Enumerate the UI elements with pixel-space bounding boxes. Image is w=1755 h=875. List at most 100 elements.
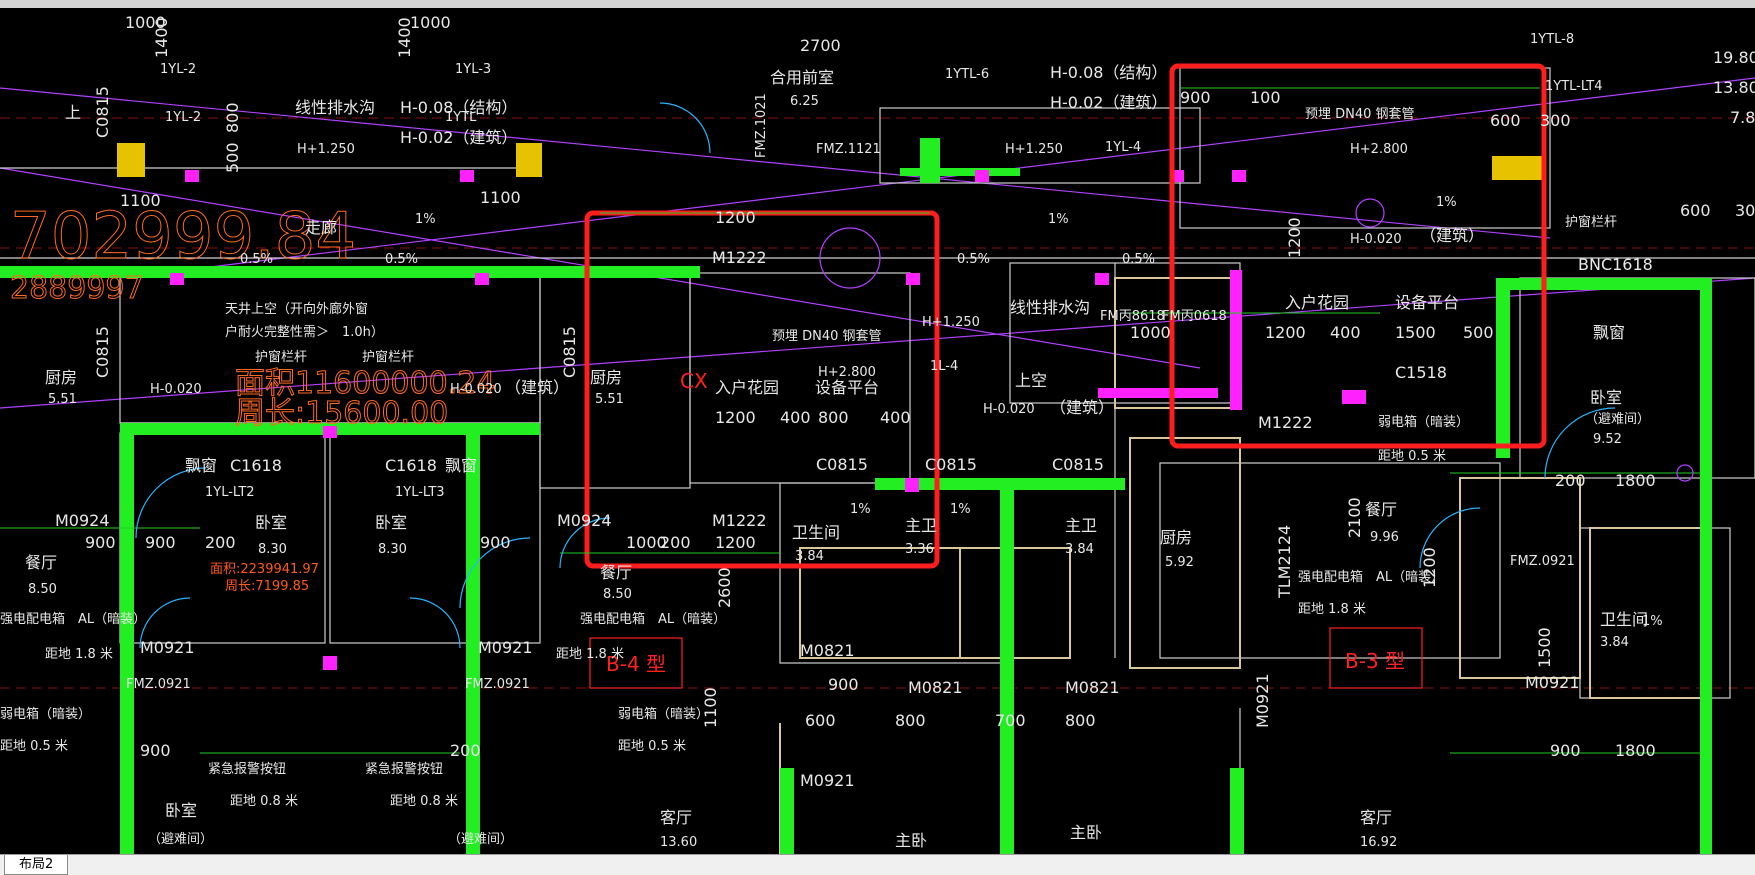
slope-2: 0.5% [240, 252, 273, 267]
dim: 700 [995, 711, 1026, 730]
height-18c: 距地 1.8 米 [1298, 602, 1366, 617]
dim: 1200 [715, 533, 756, 552]
win-c0815e: C0815 [1052, 455, 1104, 474]
room-area: 6.25 [790, 94, 819, 109]
tag-yyl2a: 1YL-2 [160, 62, 196, 77]
dim: 900 [145, 533, 176, 552]
room-area: 16.92 [1360, 835, 1397, 850]
dim: 600 [1680, 201, 1711, 220]
floor-plan-svg[interactable]: 702999.84 2889997 面积11600000.24 周长:15600… [0, 8, 1755, 854]
room-name: 卧室 [165, 801, 197, 820]
platform-1: 设备平台 [815, 378, 879, 397]
wall-lines-beige [779, 277, 1711, 854]
door-m0921d: M0921 [800, 771, 855, 790]
tag-yylt2: 1YL-LT2 [205, 485, 255, 500]
dim: 200 [1555, 471, 1586, 490]
dim: 300 [1735, 201, 1755, 220]
refuge-3: （避难间） [1585, 412, 1650, 427]
room-name: 厨房 [45, 368, 77, 387]
refuge-2: （避难间） [448, 832, 513, 847]
dim: 1800 [1615, 471, 1656, 490]
dim: 1100 [480, 188, 521, 207]
dim-2600: 2600 [715, 567, 734, 608]
dim: 400 [1330, 323, 1361, 342]
dim: 300 [1540, 111, 1571, 130]
dimension-labels: 1000 1000 2700 1100 1100 1200 900 100 60… [85, 13, 1755, 760]
door-fmz1021: FMZ.1021 [754, 93, 769, 158]
build-5: （建筑） [1420, 226, 1484, 245]
door-fmc8618: FM丙8618 [1100, 309, 1165, 324]
dim: 900 [140, 741, 171, 760]
door-fmz0921c: FMZ.0921 [1510, 554, 1575, 569]
dim: 800 [1065, 711, 1096, 730]
big-measure-3: 面积11600000.24 [235, 366, 495, 401]
dim-1400b: 1400 [395, 17, 414, 58]
dim: 1500 [1395, 323, 1436, 342]
perim-calc: 周长:7199.85 [225, 579, 309, 594]
dim-1100: 1100 [701, 687, 720, 728]
slope-pct-3: 1% [1436, 195, 1457, 210]
door-fmz0921a: FMZ.0921 [126, 677, 191, 692]
pipe-2: 预埋 DN40 钢套管 [772, 328, 882, 344]
height-08b: 距地 0.8 米 [390, 794, 458, 809]
slope-4: 0.5% [1122, 252, 1155, 267]
dim: 1000 [125, 13, 166, 32]
bay-1: 飘窗 [185, 456, 217, 475]
tab-layout-2[interactable]: 布局2 [4, 855, 69, 875]
room-area: 3.84 [795, 549, 824, 564]
drain-1: 线性排水沟 [295, 98, 375, 117]
build-3: （建筑） [1050, 398, 1114, 417]
room-name: 卫生间 [792, 523, 840, 542]
alarm-1: 紧急报警按钮 [208, 761, 286, 777]
dim: 900 [85, 533, 116, 552]
big-measure-4: 周长:15600.00 [235, 396, 448, 431]
area-calc: 面积:2239941.97 [210, 562, 319, 577]
build-2: H-0.02（建筑） [1050, 93, 1167, 112]
dim: 1000 [626, 533, 667, 552]
room-area: 8.50 [28, 582, 57, 597]
vertical-labels: C0815 C0815 C0815 TLM2124 FMZ.1021 M0921… [93, 17, 1554, 728]
slope-3: 0.5% [957, 252, 990, 267]
rail-3: 护窗栏杆 [1565, 214, 1617, 230]
fireproof-note: 户耐火完整性需＞ 1.0h） [225, 324, 384, 340]
build-1: H-0.02（建筑） [400, 128, 517, 147]
refuge-1: （避难间） [148, 832, 213, 847]
panel-2: 强电配电箱 AL（暗装） [580, 611, 726, 627]
room-area: 9.52 [1593, 432, 1622, 447]
dim: 1200 [1265, 323, 1306, 342]
room-area: 5.51 [595, 392, 624, 407]
elev-readout-2: 13.800 [1713, 78, 1755, 97]
corridor: 走廊 [305, 218, 337, 237]
win-c0815a: C0815 [93, 86, 112, 138]
bay-2: 飘窗 [445, 456, 477, 475]
elev-9: H-0.020 [1350, 232, 1402, 247]
dim: 600 [805, 711, 836, 730]
stair-up: 上 [65, 103, 81, 122]
cad-drawing-canvas[interactable]: 702999.84 2889997 面积11600000.24 周长:15600… [0, 8, 1755, 854]
dim: 600 [1490, 111, 1521, 130]
win-c1618b: C1618 [385, 456, 437, 475]
room-area: 5.92 [1165, 555, 1194, 570]
door-m0921e: M0921 [1253, 673, 1272, 728]
room-area: 5.51 [48, 392, 77, 407]
room-area: 3.36 [905, 542, 934, 557]
room-name: 厨房 [590, 368, 622, 387]
dim: 400 [780, 408, 811, 427]
dim: 1100 [120, 191, 161, 210]
win-c1518: C1518 [1395, 363, 1447, 382]
dim: 1200 [715, 208, 756, 227]
door-m0821b: M0821 [908, 678, 963, 697]
build-4: （建筑） [505, 378, 569, 397]
dim-1200: 1200 [1420, 547, 1439, 588]
room-labels: 厨房 5.51 厨房 5.51 卧室 8.30 卧室 8.30 餐厅 8.50 … [25, 68, 1648, 850]
room-name: 主卧 [1070, 823, 1102, 842]
door-m1222b: M1222 [712, 511, 767, 530]
drain-circles [819, 198, 1694, 482]
room-name: 餐厅 [25, 553, 57, 572]
dim-800: 800 [223, 102, 242, 133]
room-name: 卧室 [1590, 388, 1622, 407]
dim: 500 [1463, 323, 1494, 342]
dim-1500: 1500 [1535, 627, 1554, 668]
garden-1: 入户花园 [715, 378, 779, 397]
tag-l4: 1L-4 [930, 359, 958, 374]
